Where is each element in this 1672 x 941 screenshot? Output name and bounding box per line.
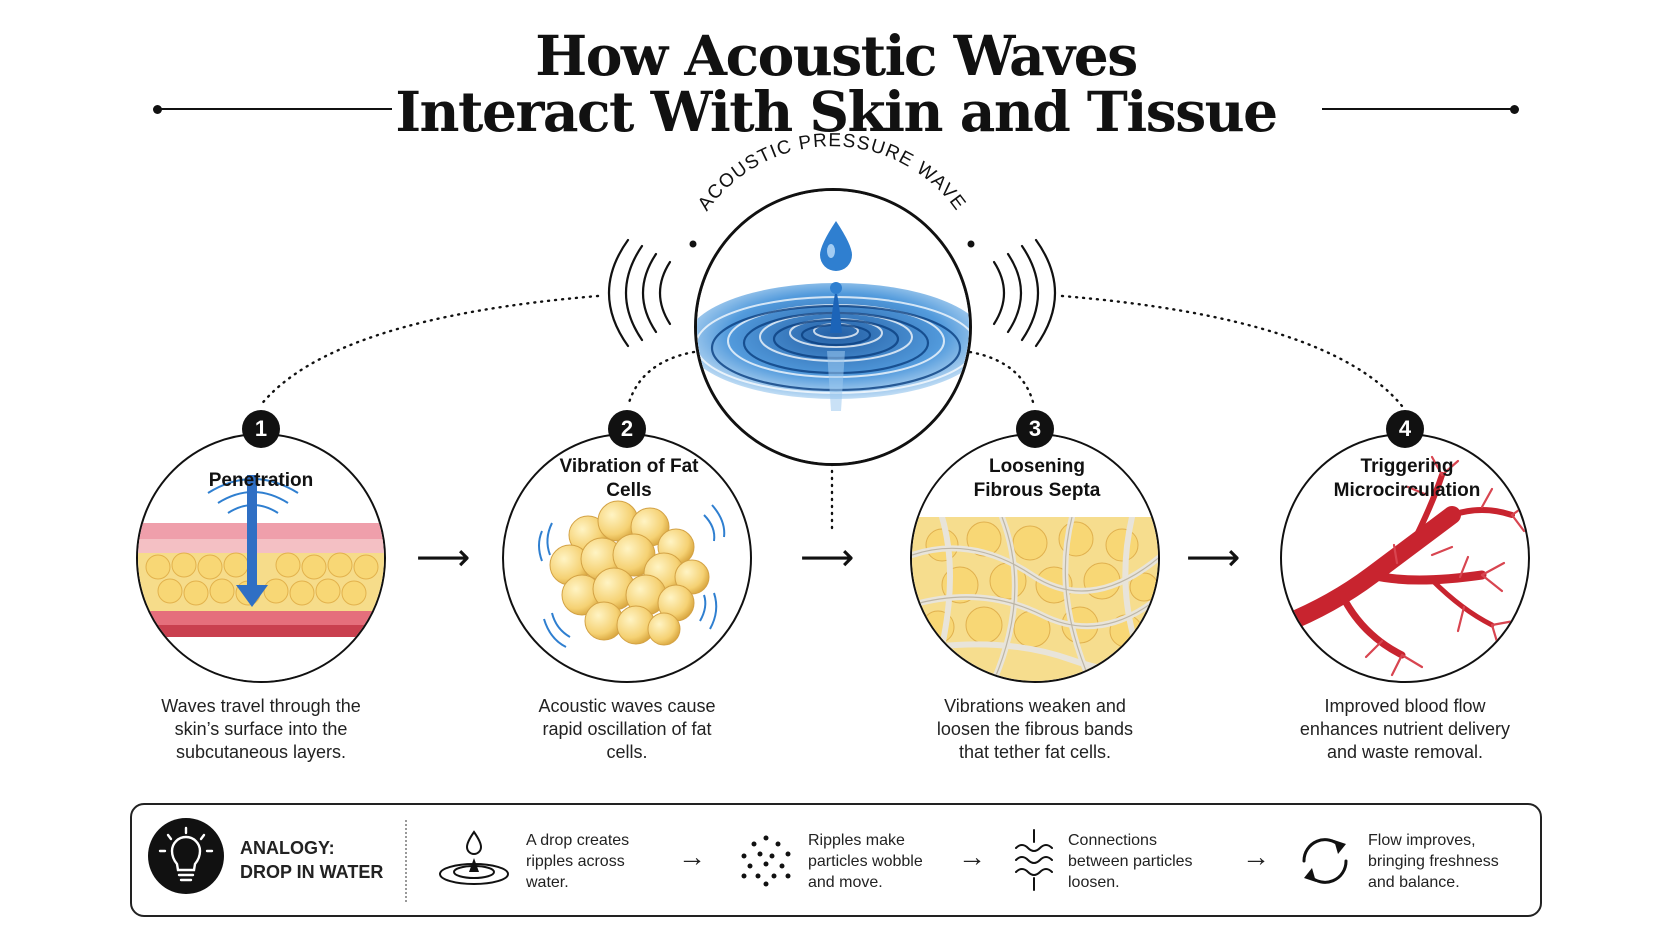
water-drop-ripple-icon xyxy=(697,191,969,463)
step-1-badge: 1 xyxy=(242,410,280,448)
title-rule-right-dot xyxy=(1510,105,1519,114)
label-dot-left xyxy=(689,240,697,248)
step-1-title: Penetration xyxy=(208,470,314,491)
flow-arrow-1: ⟶ xyxy=(416,537,471,579)
step-3-description: Vibrations weaken and loosen the fibrous… xyxy=(936,696,1134,762)
analogy-item-4-text: Flow improves, bringing freshness and ba… xyxy=(1368,832,1499,891)
particles-icon xyxy=(741,835,791,887)
title-rule-right xyxy=(1322,108,1514,110)
sound-waves-right xyxy=(992,238,1057,348)
fibrous-septa-icon xyxy=(912,435,1158,681)
wavy-lines-icon xyxy=(1015,829,1053,891)
connector-to-step-4 xyxy=(1060,294,1404,408)
step-4-title: Triggering Microcirculation xyxy=(1333,456,1481,501)
analogy-item-2-text: Ripples make particles wobble and move. xyxy=(808,832,923,891)
title-line-2: Interact With Skin and Tissue xyxy=(395,79,1278,144)
step-3-circle: Loosening Fibrous Septa xyxy=(910,433,1160,683)
flow-arrow-2: ⟶ xyxy=(800,537,855,579)
step-1-description: Waves travel through the skin’s surface … xyxy=(161,696,361,762)
sound-waves-left xyxy=(607,238,672,348)
label-dot-right xyxy=(967,240,975,248)
analogy-panel xyxy=(130,803,1542,917)
step-4-description: Improved blood flow enhances nutrient de… xyxy=(1299,696,1511,762)
drop-ripple-icon xyxy=(439,830,509,885)
step-3-badge: 3 xyxy=(1016,410,1054,448)
analogy-arrow-1: → xyxy=(678,841,706,872)
connector-to-step-3 xyxy=(968,350,1036,408)
blood-vessel-icon xyxy=(1282,455,1528,677)
step-3-title: Loosening Fibrous Septa xyxy=(973,456,1101,501)
lightbulb-icon xyxy=(148,818,224,894)
connector-to-step-2 xyxy=(626,350,696,408)
center-wave-circle xyxy=(694,188,972,466)
analogy-arrow-3: → xyxy=(1242,841,1270,872)
connector-to-step-1 xyxy=(258,294,600,408)
title-line-1: How Acoustic Waves xyxy=(535,23,1138,88)
cycle-arrows-icon xyxy=(1302,838,1348,884)
title-rule-left xyxy=(157,108,392,110)
step-2-badge: 2 xyxy=(608,410,646,448)
skin-layers-icon xyxy=(138,475,384,681)
step-2-circle: Vibration of Fat Cells xyxy=(502,433,752,683)
analogy-item-3-text: Connections between particles loosen. xyxy=(1068,832,1193,891)
analogy-separator xyxy=(405,820,407,902)
step-2-title: Vibration of Fat Cells xyxy=(559,456,699,501)
analogy-arrow-2: → xyxy=(958,841,986,872)
step-1-circle: Penetration xyxy=(136,433,386,683)
step-4-circle: Triggering Microcirculation xyxy=(1280,433,1530,683)
fat-cells-icon xyxy=(538,500,726,648)
analogy-item-1-text: A drop creates ripples across water. xyxy=(526,832,630,891)
analogy-label: ANALOGY: DROP IN WATER xyxy=(240,838,384,882)
flow-arrow-3: ⟶ xyxy=(1186,537,1241,579)
step-4-badge: 4 xyxy=(1386,410,1424,448)
step-2-description: Acoustic waves cause rapid oscillation o… xyxy=(538,696,716,762)
